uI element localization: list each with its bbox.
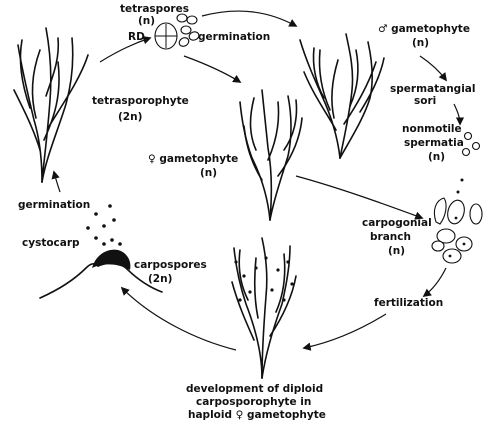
cycle-arrows — [51, 10, 465, 351]
arrow-carposporophyte-to-cystocarp — [120, 286, 237, 351]
label-sori: sori — [414, 95, 436, 107]
label-spermatia-ploidy: (n) — [428, 151, 445, 163]
label-development-line1: development of diploid — [186, 383, 323, 395]
carposporophyte-plant — [231, 237, 297, 379]
label-carpospores-ploidy: (2n) — [148, 273, 172, 285]
arrow-female-to-carpogonial — [295, 175, 424, 220]
female-gametophyte-plant — [239, 89, 303, 221]
label-tetrasporophyte-ploidy: (2n) — [118, 111, 142, 123]
arrow-carpogonial-to-fertilization — [422, 267, 447, 298]
carpogonial-branch-cells — [431, 197, 483, 264]
label-carpospores: carpospores — [134, 259, 207, 271]
label-spermatia: spermatia — [404, 137, 464, 149]
arrow-tetraspores-to-female — [183, 55, 242, 83]
label-nonmotile: nonmotile — [402, 123, 462, 135]
label-male-gametophyte-ploidy: (n) — [412, 37, 429, 49]
arrow-tetraspores-to-male — [201, 10, 298, 27]
label-tetraspores-ploidy: (n) — [138, 15, 155, 27]
arrow-germination-to-tetrasporophyte — [51, 170, 61, 193]
label-carpogonial: carpogonial — [362, 217, 432, 229]
label-spermatangial: spermatangial — [390, 83, 475, 95]
carposporophyte-bumps — [234, 256, 294, 302]
label-germination-left: germination — [18, 199, 90, 211]
arrow-tetrasporophyte-to-tetraspores — [99, 36, 152, 63]
label-female-gametophyte: ♀ gametophyte — [148, 153, 238, 165]
label-branch-ploidy: (n) — [388, 245, 405, 257]
label-germination-top: germination — [198, 31, 270, 43]
label-development-line3: haploid ♀ gametophyte — [188, 409, 326, 421]
male-gametophyte-plant — [299, 33, 385, 159]
label-cystocarp: cystocarp — [22, 237, 80, 249]
arrow-spermatangial-to-spermatia — [453, 103, 465, 126]
label-branch: branch — [370, 231, 411, 243]
label-development-line2: carposporophyte in — [196, 396, 311, 408]
arrow-fertilization-to-carposporophyte — [302, 313, 387, 351]
label-tetraspores: tetraspores — [120, 3, 189, 15]
label-male-gametophyte: ♂ gametophyte — [378, 23, 470, 35]
cystocarp — [39, 204, 163, 299]
label-tetrasporophyte: tetrasporophyte — [92, 95, 189, 107]
label-female-gametophyte-ploidy: (n) — [200, 167, 217, 179]
released-tetraspores — [176, 13, 200, 47]
tetrasporophyte-plant — [13, 27, 89, 183]
tetraspore-tetrad — [154, 22, 178, 50]
arrow-male-to-spermatangial — [419, 55, 448, 82]
spermatia-cells — [456, 131, 481, 194]
label-rd: RD — [128, 31, 145, 43]
label-fertilization: fertilization — [374, 297, 443, 309]
labels: tetraspores (n) RD germination ♂ gametop… — [18, 3, 475, 421]
